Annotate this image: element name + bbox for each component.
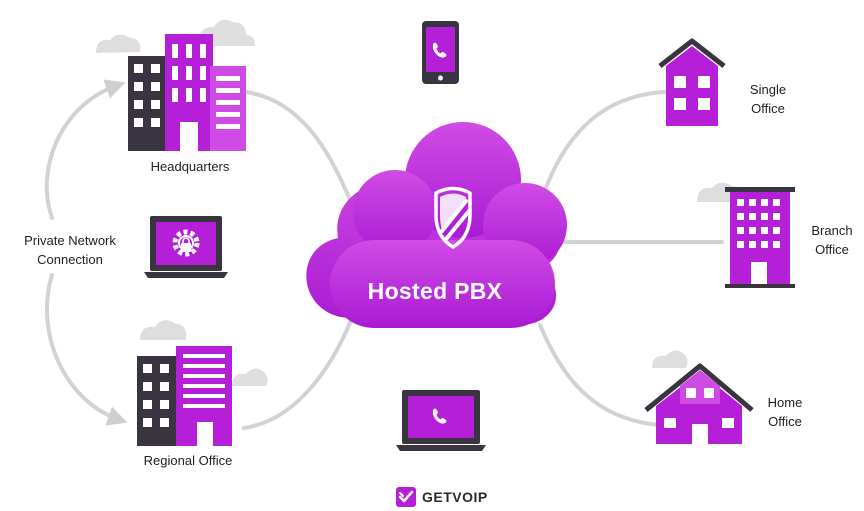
single-office-house-icon bbox=[658, 38, 726, 126]
regional-office-label: Regional Office bbox=[118, 451, 258, 470]
single-office-label: Single Office bbox=[738, 80, 798, 118]
private-network-arrow-down bbox=[45, 273, 128, 426]
home-office-line-1: Home bbox=[767, 395, 803, 410]
regional-office-label-text: Regional Office bbox=[143, 453, 233, 468]
link-single-office bbox=[543, 90, 667, 192]
branch-office-line-1: Branch bbox=[811, 223, 853, 238]
home-office-label: Home Office bbox=[755, 393, 815, 431]
single-office-line-2: Office bbox=[751, 101, 785, 116]
mobile-phone-icon bbox=[422, 21, 459, 84]
branch-office-label: Branch Office bbox=[802, 221, 862, 259]
headquarters-building-icon bbox=[96, 19, 256, 151]
private-network-label: Private Network Connection bbox=[4, 231, 136, 269]
home-office-line-2: Office bbox=[768, 414, 802, 429]
brand-name: GETVOIP bbox=[422, 489, 488, 505]
single-office-line-1: Single bbox=[749, 82, 787, 97]
private-network-line-1: Private Network bbox=[24, 233, 116, 248]
home-office-house-icon bbox=[644, 350, 754, 444]
shield-icon bbox=[434, 186, 472, 249]
private-network-line-2: Connection bbox=[37, 252, 103, 267]
laptop-phone-icon bbox=[396, 390, 486, 451]
checkmark-logo-icon bbox=[396, 487, 416, 507]
hosted-pbx-cloud bbox=[306, 122, 567, 328]
branch-office-line-2: Office bbox=[815, 242, 849, 257]
private-network-arrow-up bbox=[44, 79, 126, 220]
headquarters-label-text: Headquarters bbox=[150, 159, 230, 174]
branch-office-building-icon bbox=[697, 182, 795, 288]
link-regional bbox=[242, 316, 354, 430]
getvoip-brand: GETVOIP bbox=[396, 487, 488, 507]
laptop-security-icon bbox=[144, 216, 228, 278]
hosted-pbx-title: Hosted PBX bbox=[367, 278, 503, 304]
regional-office-building-icon bbox=[137, 320, 268, 446]
link-home-office bbox=[538, 323, 662, 427]
headquarters-label: Headquarters bbox=[130, 157, 250, 176]
link-headquarters bbox=[244, 90, 354, 207]
